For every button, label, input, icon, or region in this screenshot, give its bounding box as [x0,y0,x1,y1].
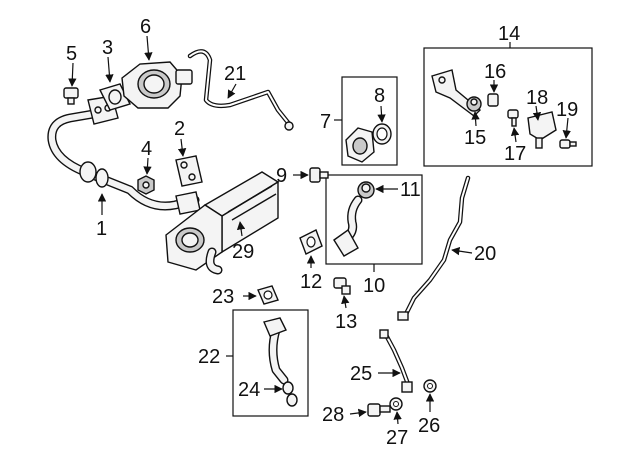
callout-10: 10 [363,275,385,297]
tube-part-20[interactable] [397,175,471,321]
group-box-7 [341,76,398,166]
callout-24: 24 [238,379,260,401]
bolt-part-5[interactable] [63,87,79,105]
bolt-part-17[interactable] [507,109,519,127]
callout-6: 6 [140,16,151,38]
egr-tube-part-1[interactable] [47,95,201,215]
cap-part-11[interactable] [357,181,375,199]
callout-2: 2 [174,118,185,140]
pipe-part-22[interactable] [263,317,289,385]
callout-20: 20 [474,243,496,265]
callout-21: 21 [224,63,246,85]
gasket-part-2[interactable] [175,155,203,187]
callout-22: 22 [198,346,220,368]
callout-14: 14 [498,23,520,45]
callout-3: 3 [102,37,113,59]
group-box-14 [423,47,593,167]
grommet-part-15[interactable] [466,96,482,112]
bolt-part-28[interactable] [367,403,391,417]
bolt-part-13[interactable] [333,277,351,295]
callout-labels: 1 2 3 4 5 6 7 8 9 10 11 12 13 14 15 16 1… [66,16,578,449]
callout-15: 15 [464,127,486,149]
callout-13: 13 [335,311,357,333]
pipe-part-10[interactable] [333,195,363,257]
callout-27: 27 [386,427,408,449]
bolt-part-19[interactable] [559,139,577,149]
callout-1: 1 [96,218,107,240]
egr-cooler-part-29[interactable] [165,171,280,275]
flange-part-7[interactable] [345,127,375,163]
washer-part-27[interactable] [389,397,403,411]
gasket-part-23[interactable] [257,285,279,305]
callout-4: 4 [141,138,152,160]
o-ring-part-8[interactable] [372,123,392,145]
leader-lines [68,35,571,425]
spacer-part-16[interactable] [487,93,499,107]
seal-part-24[interactable] [282,381,298,407]
callout-7: 7 [320,111,331,133]
group-box-22 [232,309,309,417]
egr-valve-part-6[interactable] [121,61,193,109]
callout-5: 5 [66,43,77,65]
washer-part-26[interactable] [423,379,437,393]
callout-18: 18 [526,87,548,109]
callout-28: 28 [322,404,344,426]
callout-29: 29 [232,241,254,263]
callout-16: 16 [484,61,506,83]
nut-part-4[interactable] [137,175,155,195]
rod-part-25[interactable] [379,329,413,393]
harness-part-21[interactable] [187,49,294,131]
callout-11: 11 [400,179,421,201]
bolt-part-9[interactable] [309,167,329,183]
callout-9: 9 [276,165,287,187]
gasket-part-12[interactable] [299,229,323,255]
callout-12: 12 [300,271,322,293]
sensor-part-18[interactable] [527,111,557,149]
callout-8: 8 [374,85,385,107]
callout-26: 26 [418,415,440,437]
callout-23: 23 [212,286,234,308]
gasket-part-3[interactable] [99,83,131,111]
callout-25: 25 [350,363,372,385]
callout-19: 19 [556,99,578,121]
callout-17: 17 [504,143,526,165]
